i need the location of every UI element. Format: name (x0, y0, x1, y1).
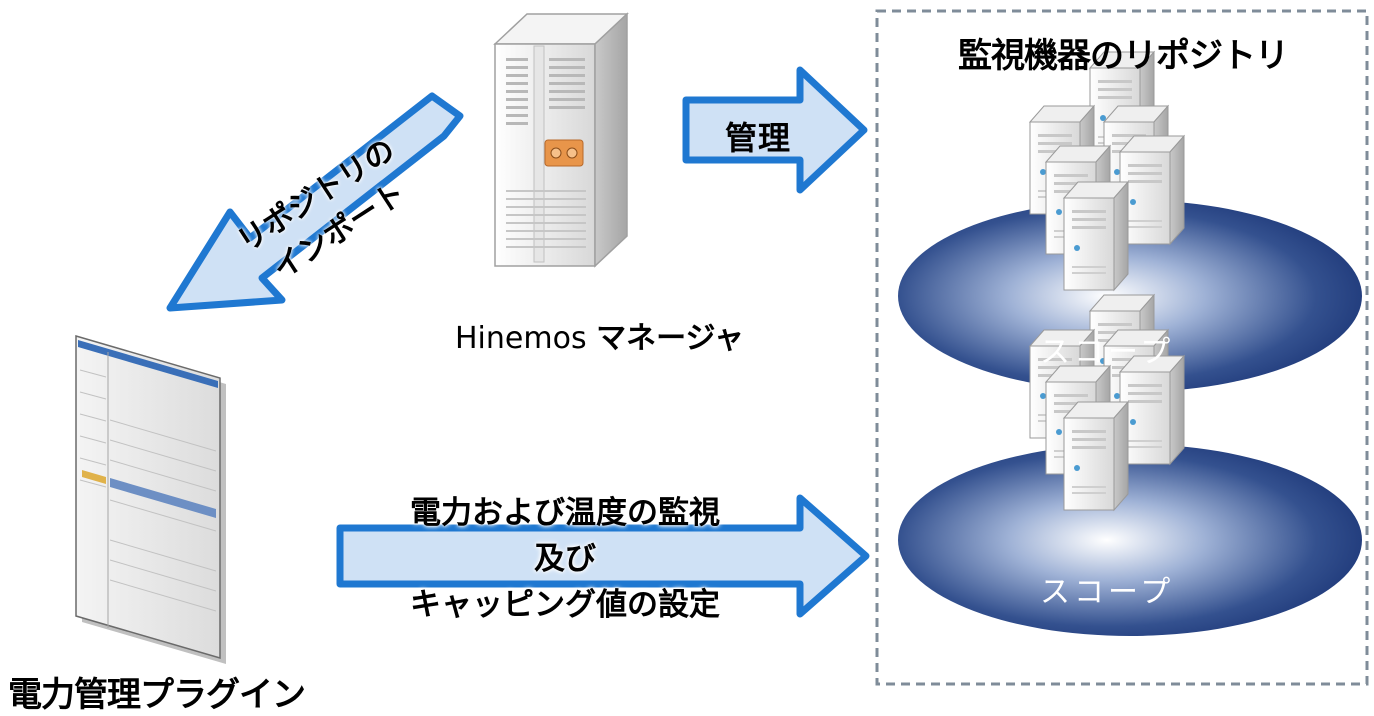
monitor-line-1: 電力および温度の監視 (410, 495, 720, 531)
monitor-arrow-label: 電力および温度の監視 及び キャッピング値の設定 (370, 490, 760, 628)
plugin-window-icon (75, 335, 226, 664)
monitor-line-2: 及び (534, 541, 596, 577)
manager-role: マネージャ (596, 321, 745, 356)
manager-name: Hinemos (455, 321, 587, 356)
scope-ellipse-2 (898, 444, 1362, 636)
manager-label: Hinemos マネージャ (455, 313, 744, 357)
monitor-line-3: キャッピング値の設定 (410, 587, 720, 623)
repository-border (875, 9, 1369, 686)
scope-label-1: スコープ (1040, 335, 1175, 370)
scope-label-2: スコープ (1040, 575, 1175, 610)
manager-server-icon (493, 12, 629, 268)
monitor-arrow (336, 494, 870, 618)
import-arrow (166, 92, 464, 312)
manage-arrow (682, 66, 868, 194)
plugin-label: 電力管理プラグイン (8, 675, 306, 715)
repository-title: 監視機器のリポジトリ (958, 36, 1289, 76)
manage-arrow-label: 管理 (725, 119, 792, 157)
